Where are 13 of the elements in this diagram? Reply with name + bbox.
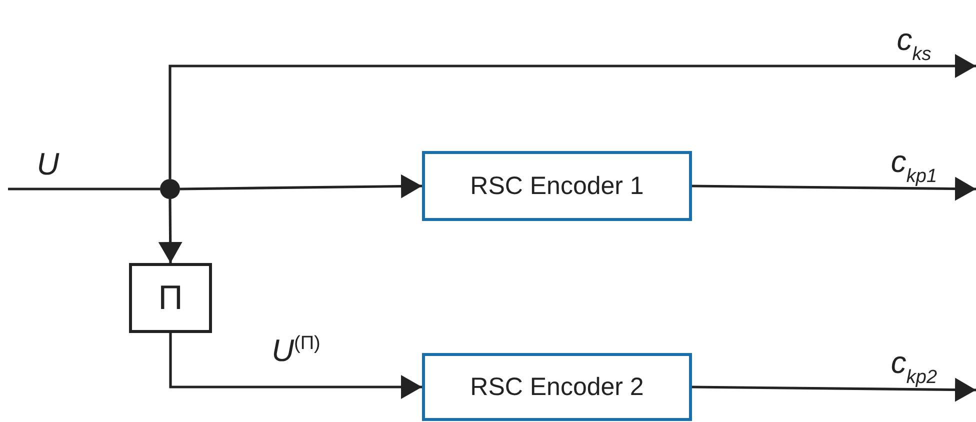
arrow (168, 54, 976, 179)
arrow (169, 333, 422, 399)
box-label: RSC Encoder 2 (470, 372, 644, 402)
box-label: RSC Encoder 1 (470, 172, 644, 200)
encoder-box (422, 353, 692, 421)
arrow (180, 174, 422, 198)
arrow (158, 199, 182, 263)
box-label: Π (158, 278, 183, 318)
junction-dot (160, 179, 180, 199)
interleaver-box (129, 263, 212, 333)
arrow (692, 176, 976, 201)
encoder-box (422, 151, 692, 221)
arrow (692, 378, 976, 402)
